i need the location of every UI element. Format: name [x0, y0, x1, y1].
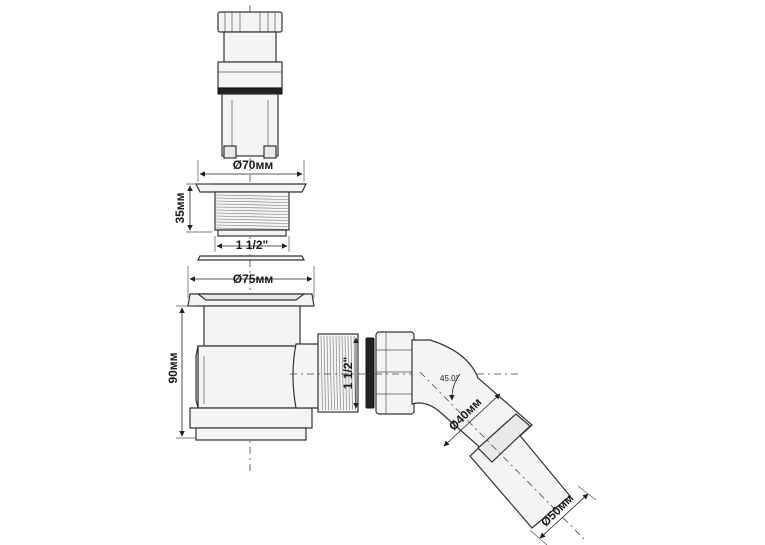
- dim-strainer-diameter: Ø70мм: [197, 158, 305, 182]
- dim-body-diameter: Ø75мм: [187, 266, 315, 298]
- outlet-thread-label: 1 1/2": [341, 357, 355, 389]
- body-height-label: 90мм: [166, 352, 180, 383]
- dim-body-height: 90мм: [166, 305, 196, 439]
- flat-washer: [197, 255, 305, 261]
- union-nut: [365, 331, 415, 415]
- siphon-body: [187, 293, 359, 441]
- body-diameter-label: Ø75мм: [233, 272, 274, 286]
- strainer-height-label: 35мм: [173, 192, 187, 223]
- strainer-thread-label: 1 1/2": [236, 238, 268, 252]
- dim-outlet-thread: 1 1/2": [341, 337, 359, 409]
- dim-strainer-height: 35мм: [173, 183, 212, 233]
- strainer: [195, 183, 307, 237]
- strainer-diameter-label: Ø70мм: [233, 158, 274, 172]
- dim-strainer-thread: 1 1/2": [214, 236, 290, 252]
- angle-label: 45.0°: [440, 374, 459, 383]
- plug-insert: [217, 11, 283, 159]
